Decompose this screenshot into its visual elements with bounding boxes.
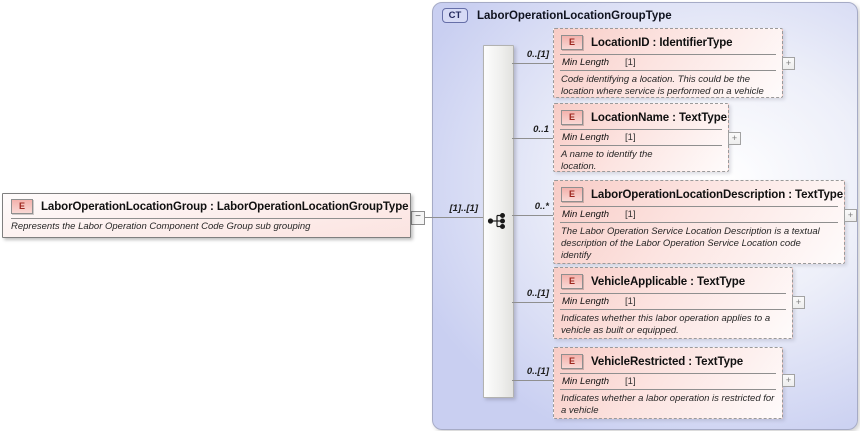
cardinality-label: 0..[1] <box>526 49 549 60</box>
cardinality-label: 0..1 <box>533 124 549 135</box>
child-wire <box>512 63 553 64</box>
facet-name: Min Length <box>562 132 610 143</box>
element-title: VehicleApplicable : TextType <box>591 275 745 288</box>
facet-name: Min Length <box>562 296 610 307</box>
child-wire <box>512 215 553 216</box>
element-annotation: The Labor Operation Service Location Des… <box>561 226 820 262</box>
facet-value: [1] <box>625 376 636 387</box>
element-icon: E <box>561 274 583 289</box>
divider <box>11 218 402 219</box>
expand-button[interactable]: + <box>728 132 741 145</box>
root-element-box[interactable]: E LaborOperationLocationGroup : LaborOpe… <box>2 193 411 238</box>
element-box-vehicleapplicable[interactable]: E VehicleApplicable : TextType Min Lengt… <box>553 267 793 339</box>
sequence-icon <box>487 213 506 230</box>
facet-value: [1] <box>625 296 636 307</box>
element-icon: E <box>11 199 33 214</box>
child-wire <box>512 138 553 139</box>
root-cardinality-label: [1]..[1] <box>449 203 479 214</box>
facet-name: Min Length <box>562 57 610 68</box>
element-icon: E <box>561 35 583 50</box>
element-icon: E <box>561 110 583 125</box>
element-annotation: A name to identify the location. <box>561 149 653 173</box>
complex-type-icon: CT <box>442 8 468 23</box>
facet-row: Min Length [1] <box>560 293 786 310</box>
facet-row: Min Length [1] <box>560 54 776 71</box>
expand-button[interactable]: + <box>782 57 795 70</box>
cardinality-label: 0..* <box>534 201 549 212</box>
cardinality-label: 0..[1] <box>526 288 549 299</box>
facet-value: [1] <box>625 132 636 143</box>
facet-name: Min Length <box>562 209 610 220</box>
facet-value: [1] <box>625 57 636 68</box>
element-box-laboroperationlocationdescription[interactable]: E LaborOperationLocationDescription : Te… <box>553 180 845 264</box>
facet-row: Min Length [1] <box>560 373 776 390</box>
cardinality-label: 0..[1] <box>526 366 549 377</box>
element-box-locationid[interactable]: E LocationID : IdentifierType Min Length… <box>553 28 783 98</box>
root-title-row: E LaborOperationLocationGroup : LaborOpe… <box>3 194 410 217</box>
element-title: VehicleRestricted : TextType <box>591 355 744 368</box>
complex-type-title: LaborOperationLocationGroupType <box>477 9 672 22</box>
root-wire <box>408 217 483 218</box>
expand-button[interactable]: + <box>792 296 805 309</box>
facet-name: Min Length <box>562 376 610 387</box>
element-title: LocationName : TextType <box>591 111 727 124</box>
collapse-button[interactable]: − <box>411 211 425 225</box>
element-box-locationname[interactable]: E LocationName : TextType Min Length [1]… <box>553 103 729 172</box>
element-annotation: Code identifying a location. This could … <box>561 74 764 98</box>
element-icon: E <box>561 354 583 369</box>
element-title: LaborOperationLocationDescription : Text… <box>591 188 844 201</box>
element-annotation: Indicates whether this labor operation a… <box>561 313 771 337</box>
child-wire <box>512 302 553 303</box>
expand-button[interactable]: + <box>782 374 795 387</box>
expand-button[interactable]: + <box>844 209 857 222</box>
root-element-title: LaborOperationLocationGroup : LaborOpera… <box>41 200 409 213</box>
facet-row: Min Length [1] <box>560 129 722 146</box>
facet-row: Min Length [1] <box>560 206 838 223</box>
root-element-annotation: Represents the Labor Operation Component… <box>11 221 311 232</box>
element-box-vehiclerestricted[interactable]: E VehicleRestricted : TextType Min Lengt… <box>553 347 783 419</box>
complex-type-header: CT LaborOperationLocationGroupType <box>442 8 672 23</box>
facet-value: [1] <box>625 209 636 220</box>
element-annotation: Indicates whether a labor operation is r… <box>561 393 775 417</box>
child-wire <box>512 380 553 381</box>
element-icon: E <box>561 187 583 202</box>
element-title: LocationID : IdentifierType <box>591 36 733 49</box>
